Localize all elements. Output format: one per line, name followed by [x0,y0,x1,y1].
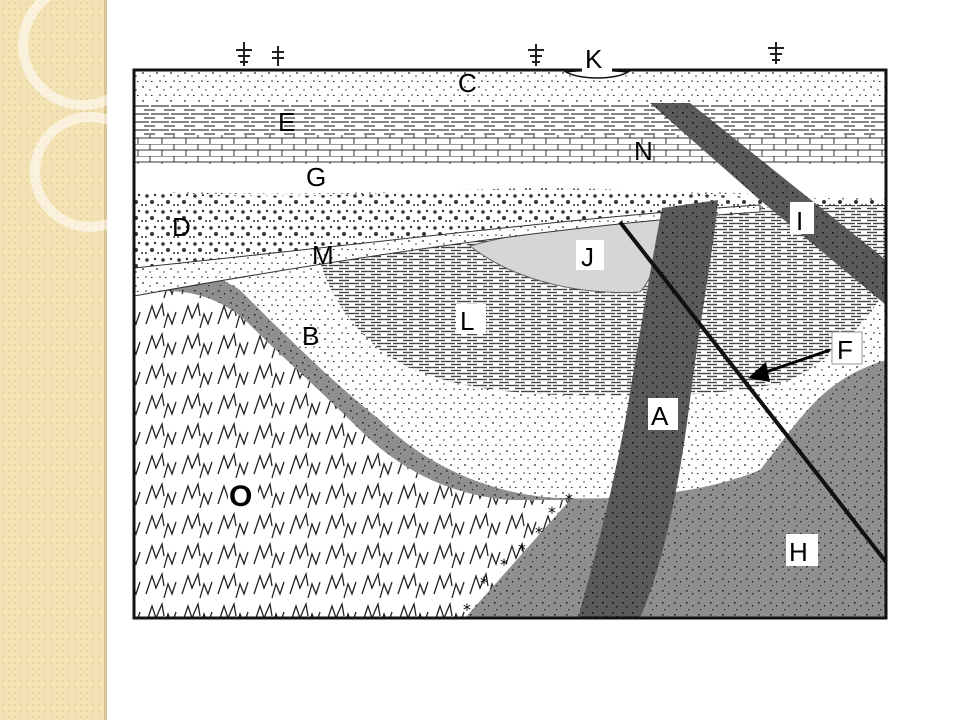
fault-arrow [759,348,831,376]
svg-text:*: * [535,523,543,542]
label-O: O [229,480,252,513]
svg-text:*: * [548,503,556,522]
svg-text:*: * [518,540,526,559]
svg-text:*: * [500,555,508,574]
label-D: D [172,212,191,242]
unit-E-shale [134,103,886,135]
svg-text:*: * [565,490,573,509]
svg-text:*: * [480,573,488,592]
label-F: F [837,335,853,365]
unit-O-metamorphic [134,291,570,618]
label-J: J [581,242,594,272]
label-C: C [458,68,477,98]
unit-N-limestone [134,134,886,164]
contact-metamorphism-marks: * * * * * * * [463,490,573,619]
label-K: K [585,44,603,74]
section-frame [132,68,888,620]
unit-L-shale [320,200,886,397]
fault-arrowhead [748,362,770,382]
fault-F-line [618,220,886,564]
label-B: B [302,321,319,351]
label-M: M [312,240,334,270]
decorative-sidebar [0,0,150,720]
unit-I-dike [650,103,886,305]
label-H: H [789,537,808,567]
label-I: I [796,206,803,236]
label-G: G [306,162,326,192]
label-N: N [634,136,653,166]
label-E: E [278,107,295,137]
svg-text:*: * [463,600,471,619]
geologic-cross-section: * * * * * * * K C E N G D M J I L B F A [130,25,890,625]
label-L: L [460,306,474,336]
decorative-ring-top [18,0,148,110]
label-A: A [651,401,669,431]
tree-icons [236,42,784,66]
unit-C-topsoil [134,70,886,103]
